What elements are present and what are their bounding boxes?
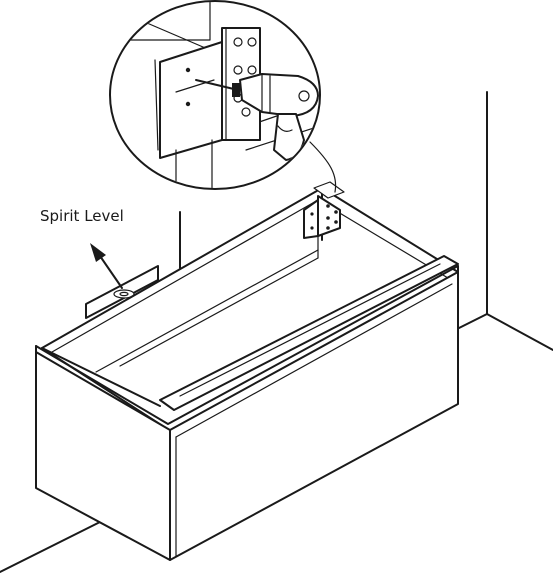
- cabinet: [35, 187, 459, 561]
- detail-bubble: [109, 0, 321, 190]
- room-lines: [0, 91, 553, 573]
- callout-arrow: [90, 243, 123, 289]
- detail-leader: [309, 141, 337, 193]
- spirit-level-label: Spirit Level: [40, 207, 124, 225]
- wall-bracket: [303, 181, 345, 239]
- spirit-level: [85, 265, 159, 319]
